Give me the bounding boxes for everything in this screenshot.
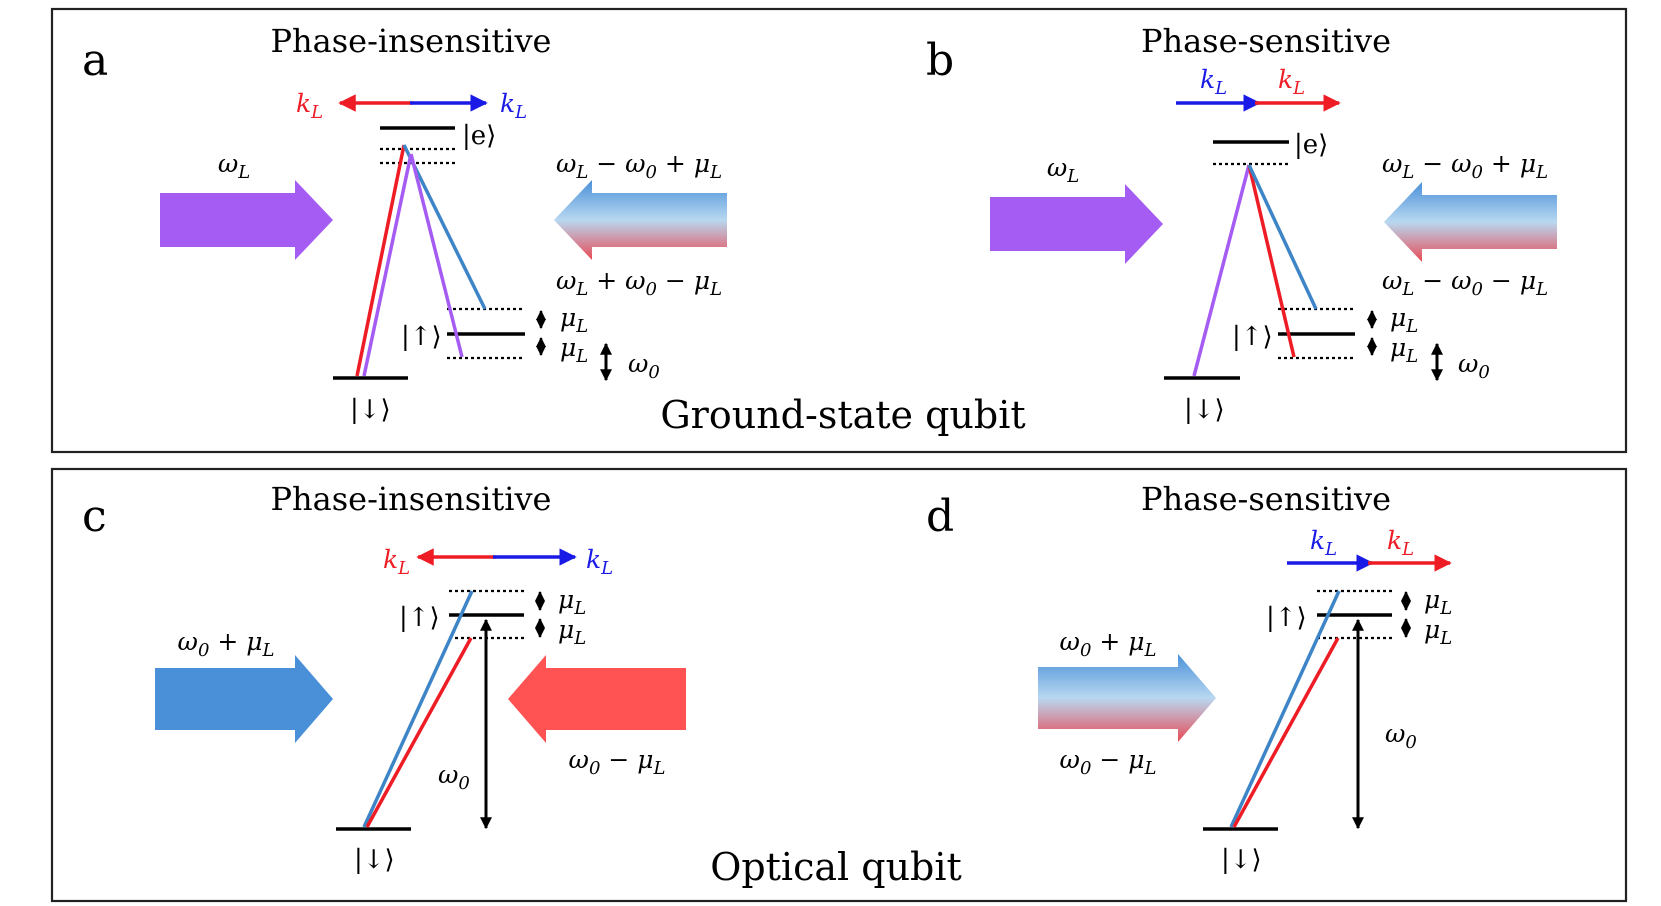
transition-blue-down <box>1247 164 1318 310</box>
up-state-label: |↑⟩ <box>401 322 442 352</box>
beam-left-label: ωL​ <box>1047 153 1079 187</box>
panel-d-title: Phase-sensitive <box>1141 480 1391 518</box>
panel-c-letter: c <box>82 491 107 542</box>
beam-right-gradient <box>1384 182 1557 262</box>
down-state-label: |↓⟩ <box>354 845 395 875</box>
kl-label-left: kL​ <box>296 89 323 123</box>
transition-blue-down <box>402 144 487 310</box>
excited-state-label: |e⟩ <box>462 121 496 151</box>
panel-b: b Phase-sensitive kL​ kL​ |e⟩ |↑⟩ |↓⟩ μL… <box>926 22 1557 425</box>
omega0-label: ω0​ <box>1385 719 1417 753</box>
mu-label-bottom: μL​ <box>1424 615 1452 649</box>
beam-left-label: ω0​ + μL​ <box>178 627 275 661</box>
beam-top-label: ω0​ + μL​ <box>1060 627 1157 661</box>
beam-bottom-label: ω0​ − μL​ <box>1060 745 1157 779</box>
ground-state-qubit-section <box>50 7 1628 454</box>
beam-right-bottom-label: ωL​ + ω0​ − μL​ <box>556 266 722 300</box>
transition-red-up <box>355 144 406 377</box>
mu-label-top: μL​ <box>560 303 588 337</box>
beam-right-top-label: ωL​ − ω0​ + μL​ <box>1382 149 1548 183</box>
panel-b-letter: b <box>926 35 954 86</box>
up-state-label: |↑⟩ <box>1266 603 1307 633</box>
omega0-label: ω0​ <box>628 349 660 383</box>
beam-left-purple <box>990 184 1163 264</box>
transition-purple-down <box>409 153 464 358</box>
transition-blue-up <box>362 590 474 828</box>
panel-a: a Phase-insensitive kL​ kL​ |e⟩ |↑⟩ |↓⟩ … <box>82 22 727 425</box>
up-state-label: |↑⟩ <box>399 603 440 633</box>
mu-label-top: μL​ <box>1390 303 1418 337</box>
transition-red-up <box>1232 637 1340 828</box>
mu-label-bottom: μL​ <box>560 333 588 367</box>
transition-purple-up <box>362 153 413 377</box>
down-state-label: |↓⟩ <box>1221 845 1262 875</box>
excited-state-label: |e⟩ <box>1294 130 1328 160</box>
kl-label-red: kL​ <box>1387 526 1414 560</box>
mu-label-bottom: μL​ <box>558 615 586 649</box>
up-state-label: |↑⟩ <box>1232 322 1273 352</box>
mu-label-top: μL​ <box>558 585 586 619</box>
panel-b-title: Phase-sensitive <box>1141 22 1391 60</box>
panel-d: d Phase-sensitive kL​ kL​ |↑⟩ |↓⟩ μL​ μL… <box>926 480 1452 875</box>
panel-c: c Phase-insensitive kL​ kL​ |↑⟩ |↓⟩ μL​ … <box>82 480 686 875</box>
panel-a-letter: a <box>82 35 108 86</box>
section-caption-optical: Optical qubit <box>710 845 962 889</box>
omega0-label: ω0​ <box>438 760 470 794</box>
mu-label-top: μL​ <box>1424 585 1452 619</box>
mu-label-bottom: μL​ <box>1390 333 1418 367</box>
beam-right-gradient <box>554 180 727 260</box>
panel-d-letter: d <box>926 491 954 542</box>
beam-left-gradient <box>1038 654 1216 742</box>
omega0-label: ω0​ <box>1458 349 1490 383</box>
panel-a-title: Phase-insensitive <box>271 22 552 60</box>
beam-left-purple <box>160 180 333 260</box>
transition-blue-up <box>1229 590 1341 828</box>
kl-label-right: kL​ <box>500 89 527 123</box>
transition-red-up <box>365 637 473 828</box>
beam-right-red <box>508 655 686 743</box>
kl-label-blue: kL​ <box>1200 65 1227 99</box>
kl-label-red: kL​ <box>1278 65 1305 99</box>
kl-label-blue: kL​ <box>1310 526 1337 560</box>
transition-red-down <box>1247 164 1296 358</box>
down-state-label: |↓⟩ <box>1184 395 1225 425</box>
down-state-label: |↓⟩ <box>350 395 391 425</box>
beam-right-label: ω0​ − μL​ <box>569 745 666 779</box>
optical-qubit-section <box>50 467 1628 903</box>
section-caption-ground-state: Ground-state qubit <box>660 393 1025 437</box>
panel-c-title: Phase-insensitive <box>271 480 552 518</box>
beam-right-top-label: ωL​ − ω0​ + μL​ <box>556 149 722 183</box>
kl-label-right: kL​ <box>586 545 613 579</box>
kl-label-left: kL​ <box>383 545 410 579</box>
beam-left-label: ωL​ <box>218 149 250 183</box>
transition-purple-up <box>1192 164 1251 377</box>
beam-left-blue <box>155 655 333 743</box>
beam-right-bottom-label: ωL​ − ω0​ − μL​ <box>1382 266 1548 300</box>
